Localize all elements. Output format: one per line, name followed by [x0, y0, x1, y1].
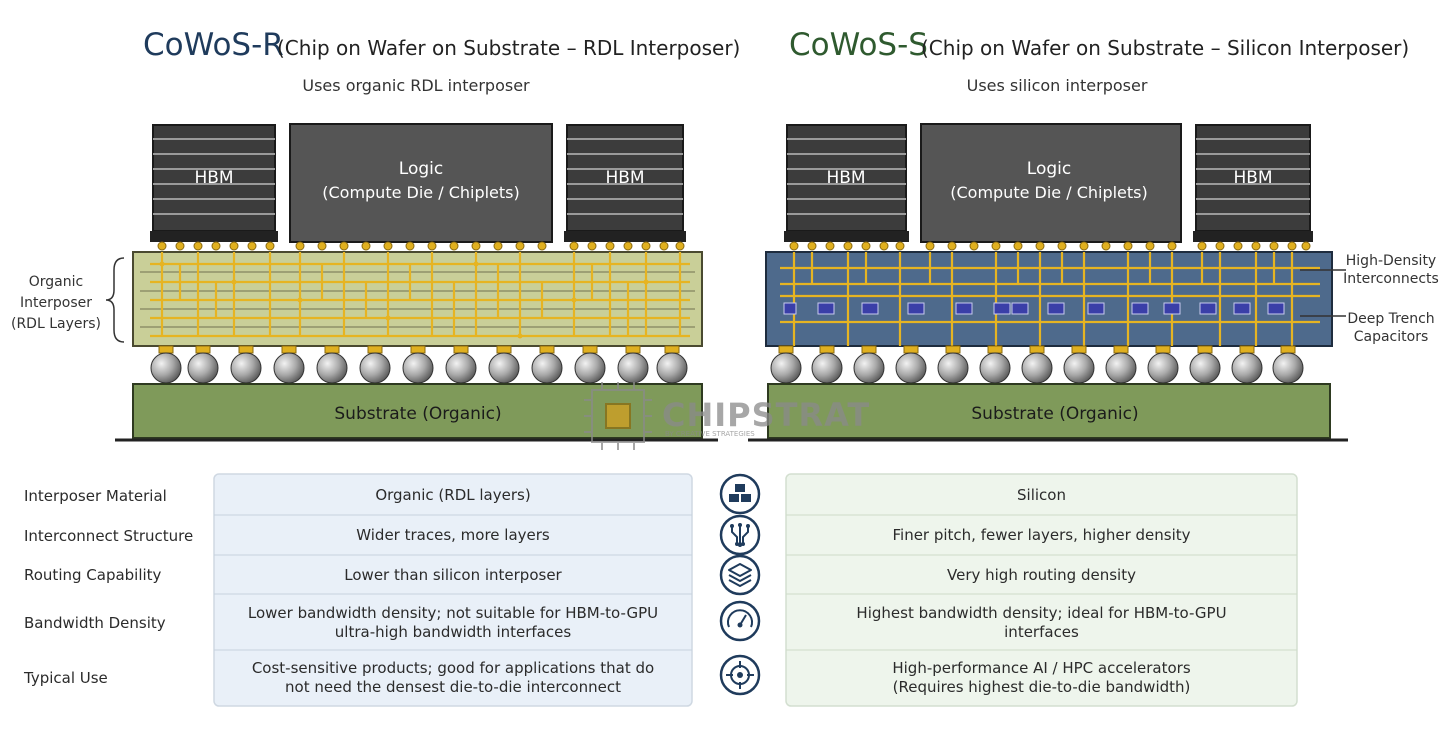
target-icon [719, 654, 761, 696]
cowos-s-callout1-line2: Interconnects [1343, 271, 1439, 287]
cowos-r-organic-interposer [132, 251, 703, 347]
cowos-s-hbm-left-label: HBM [826, 168, 865, 188]
row-label-interconnect-structure: Interconnect Structure [24, 526, 194, 545]
cowos-r-title: (Chip on Wafer on Substrate – RDL Interp… [277, 36, 740, 60]
cowos-s-interconnect-structure: Finer pitch, fewer layers, higher densit… [892, 526, 1191, 544]
chipstrat-tagline: BY CREATIVE STRATEGIES [665, 430, 755, 438]
cowos-s-silicon-interposer [765, 251, 1333, 347]
cowos-s-callout1-line1: High-Density [1346, 253, 1436, 269]
cowos-r-subtitle: Uses organic RDL interposer [302, 76, 530, 95]
cowos-s-c4-bumps [770, 345, 1304, 384]
cowos-r-interposer-material: Organic (RDL layers) [375, 486, 531, 504]
cowos-s-logic-sublabel: (Compute Die / Chiplets) [950, 183, 1148, 202]
cowos-s-substrate-label: Substrate (Organic) [971, 404, 1138, 424]
chipstrat-logo [584, 382, 652, 450]
cowos-r-callout-line3: (RDL Layers) [11, 316, 101, 332]
cowos-s-bandwidth-density: Highest bandwidth density; ideal for HBM… [856, 603, 1227, 641]
cowos-s-subtitle: Uses silicon interposer [967, 76, 1148, 95]
cowos-s-hbm-left: HBM [784, 124, 909, 242]
cowos-r-c4-bumps [150, 345, 688, 384]
cowos-r-column-panel [213, 473, 693, 707]
cowos-s-routing-capability: Very high routing density [947, 565, 1136, 584]
cowos-r-microbumps [157, 241, 685, 251]
cowos-s-hbm-right: HBM [1193, 124, 1313, 242]
cowos-r-hbm-right-label: HBM [605, 168, 644, 188]
cowos-r-logic-sublabel: (Compute Die / Chiplets) [322, 183, 520, 202]
chipstrat-name: CHIPSTRAT [662, 396, 870, 434]
cowos-r-hbm-left: HBM [150, 124, 278, 242]
cowos-s-callout2-line2: Capacitors [1354, 329, 1429, 345]
cowos-s-brand: CoWoS-S [789, 27, 928, 63]
cowos-r-interposer-callout: Organic Interposer (RDL Layers) [11, 257, 125, 343]
cowos-r-substrate-label: Substrate (Organic) [334, 404, 501, 424]
chipstrat-watermark: CHIPSTRAT BY CREATIVE STRATEGIES [584, 382, 870, 450]
row-label-typical-use: Typical Use [24, 669, 108, 687]
cowos-s-diagram: CoWoS-S (Chip on Wafer on Substrate – Si… [748, 27, 1439, 442]
row-label-bandwidth-density: Bandwidth Density [24, 613, 166, 632]
cowos-r-logic-label: Logic [399, 159, 443, 179]
cowos-s-logic-label: Logic [1027, 159, 1071, 179]
cowos-s-callouts: High-Density Interconnects Deep Trench C… [1300, 253, 1439, 345]
cowos-s-substrate: Substrate (Organic) [748, 383, 1348, 442]
cowos-r-typical-use: Cost-sensitive products; good for applic… [251, 659, 655, 696]
cowos-s-interposer-material: Silicon [1017, 486, 1066, 504]
row-label-interposer-material: Interposer Material [24, 486, 167, 505]
deep-trench-capacitors [783, 302, 1285, 315]
cowos-r-hbm-left-label: HBM [194, 168, 233, 188]
cowos-r-hbm-right: HBM [564, 124, 686, 242]
layers-icon [719, 554, 761, 596]
cowos-r-logic-die: Logic (Compute Die / Chiplets) [289, 123, 553, 243]
cowos-s-column-panel [785, 473, 1298, 707]
cowos-s-typical-use: High-performance AI / HPC accelerators (… [892, 659, 1191, 696]
speedometer-icon [719, 600, 761, 642]
cowos-r-diagram: CoWoS-R (Chip on Wafer on Substrate – RD… [11, 27, 740, 442]
cowos-r-interconnect-structure: Wider traces, more layers [356, 526, 550, 544]
comparison-table [213, 473, 1298, 707]
cowos-r-routing-capability: Lower than silicon interposer [344, 565, 562, 584]
cowos-r-callout-line1: Organic [29, 274, 83, 290]
cowos-r-callout-line2: Interposer [20, 295, 92, 311]
row-label-routing-capability: Routing Capability [24, 566, 162, 584]
cowos-s-hbm-right-label: HBM [1233, 168, 1272, 188]
stack-blocks-icon [719, 473, 761, 515]
cowos-r-brand: CoWoS-R [143, 27, 284, 63]
cowos-s-logic-die: Logic (Compute Die / Chiplets) [920, 123, 1182, 243]
cowos-s-microbumps [789, 241, 1311, 251]
cowos-s-callout2-line1: Deep Trench [1347, 311, 1434, 327]
cowos-r-bandwidth-density: Lower bandwidth density; not suitable fo… [247, 603, 659, 641]
circuit-traces-icon [719, 514, 761, 556]
cowos-s-title: (Chip on Wafer on Substrate – Silicon In… [921, 36, 1409, 60]
